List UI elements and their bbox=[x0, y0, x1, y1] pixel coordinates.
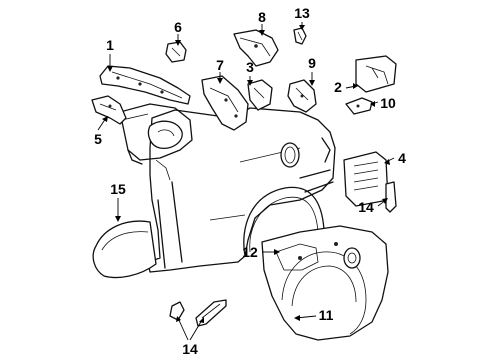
strip-part-right bbox=[385, 181, 397, 213]
clip-parts-bottom bbox=[169, 299, 227, 327]
package-tray bbox=[119, 103, 193, 165]
callout-9: 9 bbox=[308, 55, 316, 71]
callout-10: 10 bbox=[380, 95, 396, 111]
callout-5: 5 bbox=[94, 131, 102, 147]
fuel-door-part bbox=[92, 220, 157, 279]
callout-8: 8 bbox=[258, 9, 266, 25]
callout-12: 12 bbox=[242, 244, 258, 260]
callout-14-right: 14 bbox=[358, 199, 374, 215]
callout-1: 1 bbox=[106, 37, 114, 53]
callout-4: 4 bbox=[398, 150, 406, 166]
clip-part bbox=[293, 27, 307, 45]
left-bracket-part bbox=[91, 95, 127, 125]
callout-2: 2 bbox=[334, 79, 342, 95]
top-reinforcement-part bbox=[233, 29, 279, 67]
upper-rail-part bbox=[99, 65, 191, 105]
callout-11: 11 bbox=[319, 307, 334, 323]
tail-bracket-part bbox=[355, 55, 397, 93]
callout-3: 3 bbox=[246, 59, 254, 75]
callout-7: 7 bbox=[216, 57, 224, 73]
callout-6: 6 bbox=[174, 19, 182, 35]
quarter-panel bbox=[147, 107, 336, 273]
inner-panel-part bbox=[201, 75, 249, 131]
callout-13: 13 bbox=[294, 5, 310, 21]
small-plate-part bbox=[345, 97, 373, 115]
small-bracket-part bbox=[165, 41, 187, 63]
leader-lines bbox=[97, 22, 395, 341]
wheelhouse-part bbox=[261, 225, 389, 341]
callout-15: 15 bbox=[110, 181, 126, 197]
lower-pillar-part bbox=[287, 79, 317, 113]
pillar-reinforcement-part bbox=[247, 79, 273, 111]
louver-panel-part bbox=[343, 151, 389, 207]
callout-14-bottom: 14 bbox=[182, 341, 198, 357]
callout-labels: 1 2 3 4 5 6 7 8 9 10 11 12 13 14 14 15 bbox=[94, 5, 406, 357]
